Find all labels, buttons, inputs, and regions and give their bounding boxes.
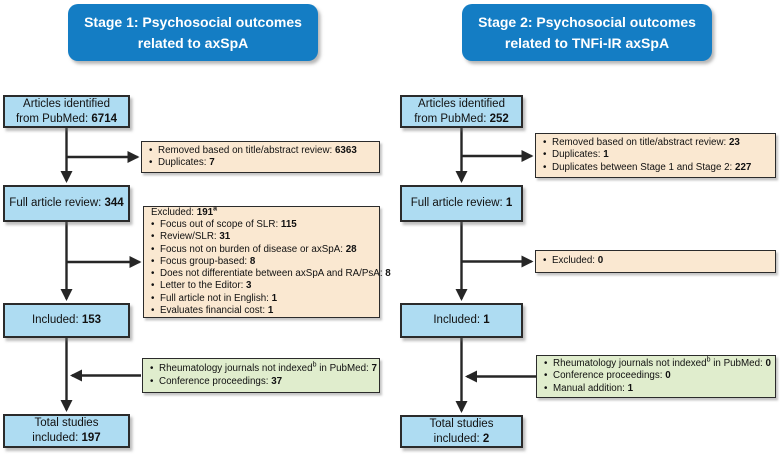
stage1-header-line1: Stage 1: Psychosocial outcomes — [84, 14, 302, 31]
stage2-removed-note: Removed based on title/abstract review: … — [535, 133, 776, 178]
stage1-identified-box: Articles identified from PubMed: 6714 — [3, 95, 130, 128]
note-item: Conference proceedings: 0 — [544, 370, 769, 383]
stage1-removed-note: Removed based on title/abstract review: … — [141, 141, 380, 173]
note-item: Removed based on title/abstract review: … — [543, 137, 769, 150]
note-item: Focus group-based: 8 — [151, 256, 373, 269]
stage2-additions-note: Rheumatology journals not indexedb in Pu… — [536, 355, 776, 398]
box-text: from PubMed: 252 — [414, 112, 509, 125]
box-text: Total studies — [34, 417, 99, 430]
note-item: Focus not on burden of disease or axSpA:… — [151, 244, 373, 257]
stage2-header: Stage 2: Psychosocial outcomes related t… — [462, 4, 712, 61]
stage2-review-box: Full article review: 1 — [400, 185, 523, 222]
stage1-review-box: Full article review: 344 — [3, 185, 130, 222]
stage2-excluded-note: Excluded: 0 — [535, 250, 776, 273]
stage2-header-line1: Stage 2: Psychosocial outcomes — [478, 14, 696, 31]
stage2-included-box: Included: 1 — [400, 303, 523, 338]
box-text: included: 2 — [433, 432, 490, 445]
stage1-header-line2: related to axSpA — [137, 34, 249, 51]
box-text: Articles identified — [23, 97, 110, 110]
note-item: Duplicates: 7 — [149, 157, 373, 170]
note-item: Conference proceedings: 37 — [150, 376, 373, 389]
box-text: from PubMed: 6714 — [15, 112, 117, 125]
stage1-header: Stage 1: Psychosocial outcomes related t… — [68, 4, 318, 61]
note-item: Excluded: 0 — [543, 255, 769, 268]
note-item: Letter to the Editor: 3 — [151, 280, 373, 293]
box-text: Articles identified — [418, 97, 505, 110]
note-item: Focus out of scope of SLR: 115 — [151, 219, 373, 232]
stage2-header-line2: related to TNFi-IR axSpA — [504, 34, 670, 51]
stage1-excluded-note: Excluded: 191a Focus out of scope of SLR… — [143, 205, 391, 318]
box-text: included: 197 — [32, 432, 101, 444]
note-item: Duplicates between Stage 1 and Stage 2: … — [543, 162, 769, 175]
note-item: Removed based on title/abstract review: … — [149, 145, 373, 158]
box-text: Full article review: 1 — [410, 197, 513, 210]
note-item: Does not differentiate between axSpA and… — [151, 268, 391, 281]
box-text: Included: 153 — [31, 314, 102, 327]
box-text: Full article review: 344 — [9, 197, 124, 210]
box-text: Included: 1 — [433, 314, 490, 327]
note-item: Review/SLR: 31 — [151, 231, 373, 244]
box-text: Total studies — [429, 417, 494, 430]
note-item: Rheumatology journals not indexedb in Pu… — [544, 357, 771, 371]
stage2-identified-box: Articles identified from PubMed: 252 — [400, 95, 523, 128]
note-item: Evaluates financial cost: 1 — [151, 305, 373, 318]
stage1-included-box: Included: 153 — [3, 303, 130, 338]
note-item: Duplicates: 1 — [543, 149, 769, 162]
note-title: Excluded: 191a — [151, 205, 218, 218]
stage2-total-box: Total studies included: 2 — [400, 415, 523, 448]
stage1-total-box: Total studies included: 197 — [3, 414, 130, 448]
note-item: Full article not in English: 1 — [151, 293, 373, 306]
note-item: Manual addition: 1 — [544, 383, 769, 396]
stage1-additions-note: Rheumatology journals not indexedb in Pu… — [142, 358, 380, 393]
note-item: Rheumatology journals not indexedb in Pu… — [150, 362, 377, 376]
